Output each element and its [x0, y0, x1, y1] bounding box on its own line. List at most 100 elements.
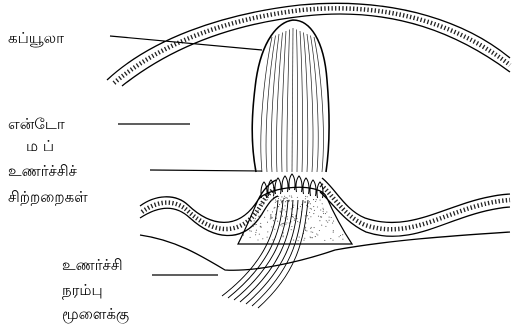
- stipple-dot: [283, 209, 284, 210]
- stipple-dot: [271, 226, 272, 227]
- stipple-dot: [254, 224, 255, 225]
- nerve-bundle: [222, 200, 308, 308]
- stipple-dot: [270, 215, 271, 216]
- stipple-dot: [285, 201, 286, 202]
- cupula-fiber: [292, 28, 293, 172]
- stipple-dot: [317, 234, 318, 235]
- label-cupula: கப்யூலா: [8, 27, 64, 49]
- stipple-dot: [251, 221, 252, 222]
- stipple-dot: [308, 203, 309, 204]
- stipple-dot: [305, 196, 306, 197]
- stipple-dot: [283, 235, 284, 236]
- stipple-dot: [326, 220, 327, 221]
- stipple-dot: [305, 222, 306, 223]
- cupula-fiber: [304, 33, 308, 173]
- stipple-dot: [255, 218, 256, 219]
- stipple-dot: [253, 226, 254, 227]
- stipple-dot: [273, 220, 274, 221]
- stipple-dot: [297, 197, 298, 198]
- stipple-dot: [257, 239, 258, 240]
- stipple-dot: [321, 217, 322, 218]
- stipple-dot: [288, 200, 289, 201]
- stipple-dot: [263, 203, 264, 204]
- stipple-dot: [320, 200, 321, 201]
- stipple-dot: [264, 217, 265, 218]
- stipple-dot: [311, 227, 312, 228]
- stipple-dot: [319, 230, 320, 231]
- cupula-fiber: [287, 30, 290, 173]
- stipple-dot: [270, 217, 271, 218]
- stipple-dot: [293, 207, 294, 208]
- stipple-dot: [310, 236, 311, 237]
- stipple-dot: [262, 214, 263, 215]
- stipple-dot: [339, 236, 340, 237]
- cupula-fiber: [314, 37, 323, 172]
- stipple-dot: [286, 222, 287, 223]
- label-nerve-line3: மூளைக்கு: [62, 303, 129, 325]
- stipple-dot: [333, 230, 334, 231]
- stipple-dot: [298, 240, 299, 241]
- stipple-dot: [287, 216, 288, 217]
- stipple-dot: [281, 224, 282, 225]
- stipple-dot: [292, 214, 293, 215]
- stipple-dot: [307, 215, 308, 216]
- stipple-dot: [272, 239, 273, 240]
- stipple-dot: [277, 221, 278, 222]
- stipple-dot: [271, 199, 272, 200]
- label-hair-cells-line1: உணர்ச்சிச்: [8, 160, 77, 182]
- crista-stipple: [238, 187, 352, 244]
- stipple-dot: [260, 226, 261, 227]
- vestibule-wall: [140, 178, 510, 270]
- label-endolymph-line1: என்டோ: [8, 113, 65, 135]
- stipple-dot: [276, 201, 277, 202]
- stipple-dot: [323, 213, 324, 214]
- stipple-dot: [329, 217, 330, 218]
- stipple-dot: [283, 198, 284, 199]
- hair-cell: [296, 176, 302, 192]
- stipple-dot: [326, 211, 327, 212]
- stipple-dot: [287, 198, 288, 199]
- stipple-dot: [313, 206, 314, 207]
- stipple-dot: [273, 197, 274, 198]
- hair-cell: [282, 176, 288, 192]
- stipple-dot: [322, 208, 323, 209]
- stipple-dot: [274, 207, 275, 208]
- stipple-dot: [282, 223, 283, 224]
- stipple-dot: [323, 211, 324, 212]
- stipple-dot: [285, 205, 286, 206]
- stipple-dot: [294, 218, 295, 219]
- stipple-dot: [275, 202, 276, 203]
- stipple-dot: [293, 205, 294, 206]
- stipple-dot: [243, 235, 244, 236]
- stipple-dot: [320, 209, 321, 210]
- stipple-dot: [293, 217, 294, 218]
- stipple-dot: [314, 227, 315, 228]
- label-nerve-line1: உணர்ச்சி: [62, 254, 123, 276]
- stipple-dot: [256, 224, 257, 225]
- stipple-dot: [305, 227, 306, 228]
- stipple-dot: [274, 229, 275, 230]
- stipple-dot: [294, 220, 295, 221]
- stipple-dot: [254, 220, 255, 221]
- stipple-dot: [321, 225, 322, 226]
- stipple-dot: [278, 206, 279, 207]
- stipple-dot: [329, 220, 330, 221]
- stipple-dot: [309, 212, 310, 213]
- hair-cell: [303, 178, 309, 194]
- stipple-dot: [323, 209, 324, 210]
- stipple-dot: [310, 208, 311, 209]
- stipple-dot: [305, 198, 306, 199]
- stipple-dot: [272, 211, 273, 212]
- stipple-dot: [300, 206, 301, 207]
- stipple-dot: [342, 239, 343, 240]
- stipple-dot: [255, 232, 256, 233]
- stipple-dot: [333, 221, 334, 222]
- stipple-dot: [260, 223, 261, 224]
- stipple-dot: [270, 218, 271, 219]
- stipple-dot: [275, 199, 276, 200]
- stipple-dot: [250, 237, 251, 238]
- stipple-dot: [251, 231, 252, 232]
- stipple-dot: [280, 200, 281, 201]
- cupula: [252, 20, 329, 172]
- stipple-dot: [280, 211, 281, 212]
